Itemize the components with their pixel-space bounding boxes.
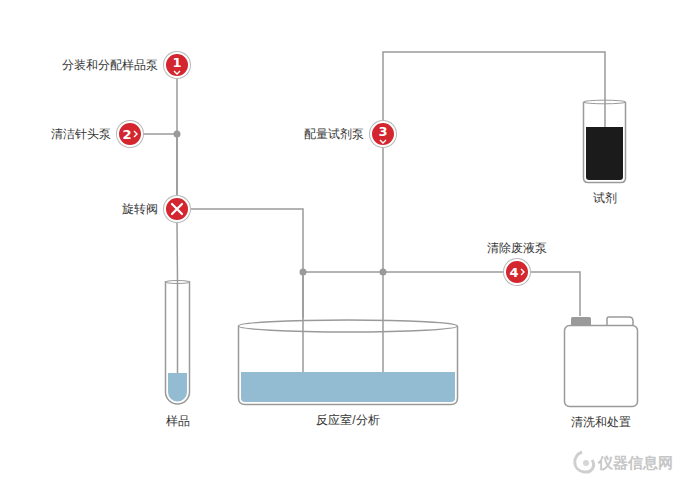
part-label: 试剂 <box>593 191 617 205</box>
watermark-logo <box>575 452 594 472</box>
chevron-icon <box>133 130 138 138</box>
callout-number: 4 <box>509 266 518 279</box>
part-label: 旋转阀 <box>122 202 158 216</box>
part-label: 配量试剂泵 <box>304 127 364 141</box>
waste-drawing <box>563 316 639 408</box>
pipe-line <box>190 209 303 318</box>
pipe-line <box>303 272 504 318</box>
part-label: 清除废液泵 <box>487 241 547 255</box>
valve-drawing <box>166 198 188 220</box>
pump-circle: 配量试剂泵3 <box>370 121 396 147</box>
chevron-icon <box>379 139 387 144</box>
pump-circle: 清除废液泵4 <box>504 259 530 285</box>
part-label: 分装和分配样品泵 <box>62 58 158 72</box>
pipe-line <box>382 147 384 318</box>
beaker-drawing <box>582 100 627 184</box>
tube-vessel: 样品 <box>164 281 191 407</box>
part-label: 清洗和处置 <box>571 415 631 429</box>
part-label: 反应室/分析 <box>316 413 379 427</box>
pump-circle: 清洁针头泵2 <box>117 121 143 147</box>
rotary-valve: 旋转阀 <box>164 196 190 222</box>
pipe-line <box>383 52 605 121</box>
chevron-icon <box>173 70 181 75</box>
tube-drawing <box>164 281 191 407</box>
waste-vessel: 清洗和处置 <box>563 316 639 408</box>
watermark-text: 仪器信息网 <box>598 454 673 472</box>
pipe-line <box>530 272 580 316</box>
chevron-icon <box>520 268 525 276</box>
pipe-line <box>176 222 178 281</box>
part-label: 清洁针头泵 <box>51 127 111 141</box>
beaker-vessel: 试剂 <box>582 100 627 184</box>
callout-number: 1 <box>172 56 181 69</box>
chamber-vessel: 反应室/分析 <box>237 318 459 406</box>
chamber-drawing <box>237 318 459 406</box>
callout-number: 3 <box>378 125 387 138</box>
pipe-line <box>143 134 177 196</box>
part-label: 样品 <box>166 414 190 428</box>
callout-number: 2 <box>122 128 131 141</box>
pump-circle: 分装和分配样品泵1 <box>164 52 190 78</box>
